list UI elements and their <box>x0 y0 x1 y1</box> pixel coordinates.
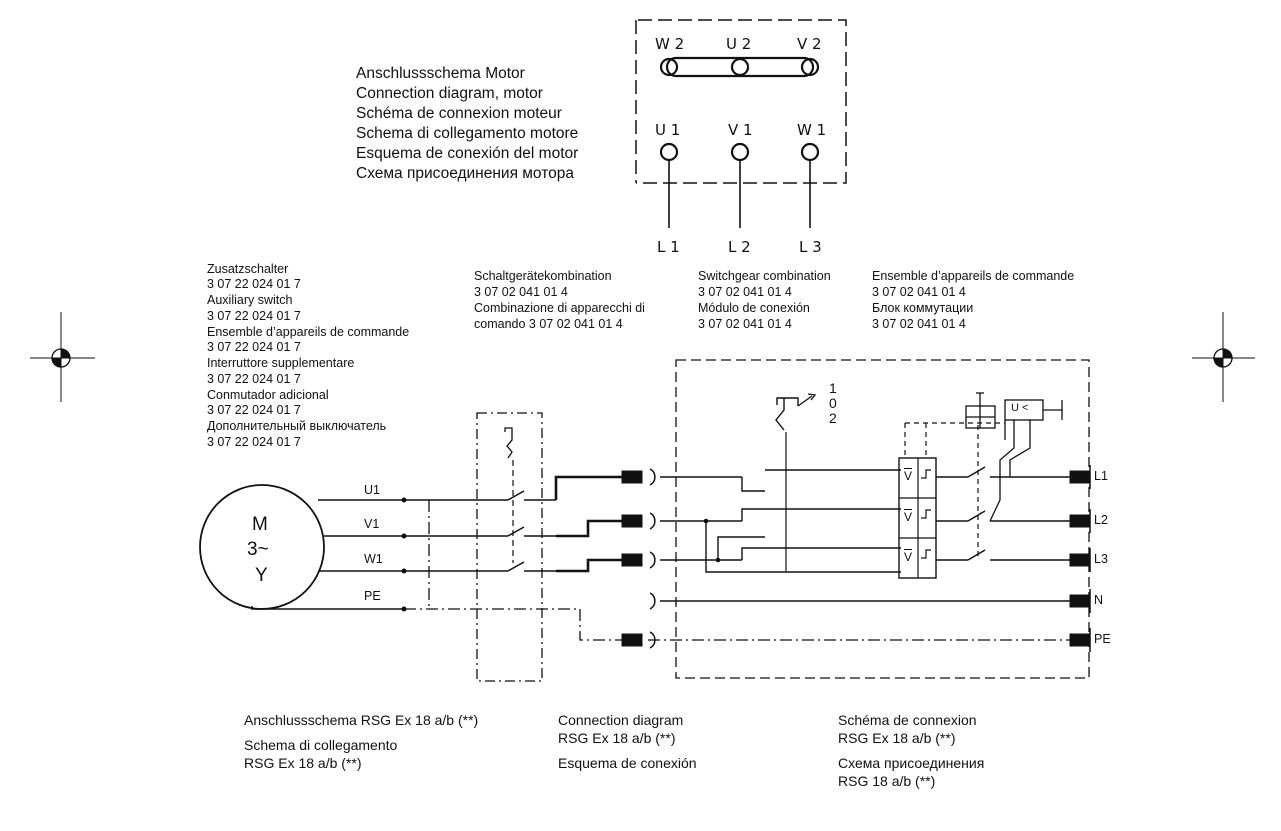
aux-caption-5: 3 07 22 024 01 7 <box>207 340 301 354</box>
line-label-l2: L 2 <box>728 238 751 256</box>
undervoltage-release <box>989 399 1063 522</box>
motor-terminal-box <box>635 19 847 228</box>
bottom-caption-col3-2: Схема присоединения <box>838 755 985 771</box>
terminal-label-v1: V 1 <box>728 121 753 139</box>
feed-conductors <box>554 475 622 573</box>
pe-conductor <box>404 500 1070 641</box>
aux-caption-10: Дополнительный выключатель <box>207 419 387 433</box>
output-label-pe: PE <box>1094 632 1111 646</box>
switchgear-caption-col3-0: Ensemble d’appareils de commande <box>872 269 1075 283</box>
lead-label-pe: PE <box>364 589 381 603</box>
lead-label-w1: W1 <box>364 552 383 566</box>
output-label-l2: L2 <box>1094 513 1108 527</box>
bottom-caption-col3-0: Schéma de connexion <box>838 712 977 728</box>
output-label-l3: L3 <box>1094 552 1108 566</box>
aux-caption-0: Zusatzschalter <box>207 262 289 276</box>
switchgear-wiring <box>660 469 1070 602</box>
aux-caption-8: Conmutador adicional <box>207 388 329 402</box>
relay-label-1: V <box>904 469 913 483</box>
aux-caption-7: 3 07 22 024 01 7 <box>207 372 301 386</box>
output-label-l1: L1 <box>1094 469 1108 483</box>
selector-position-1: 1 <box>829 380 837 396</box>
terminal-label-u2: U 2 <box>726 35 752 53</box>
bottom-caption-col1-2: RSG Ex 18 a/b (**) <box>244 755 362 771</box>
switchgear-caption-col2-0: Switchgear combination <box>698 269 831 283</box>
switchgear-caption-col2-2: Módulo de conexión <box>698 301 810 315</box>
output-terminal-blocks <box>1069 465 1091 652</box>
switchgear-caption-col2-1: 3 07 02 041 01 4 <box>698 285 792 299</box>
output-contacts <box>936 425 1070 561</box>
aux-caption-1: 3 07 22 024 01 7 <box>207 277 301 291</box>
switchgear-caption-col3-2: Блок коммутации <box>872 301 974 315</box>
switchgear-caption-col1-1: 3 07 02 041 01 4 <box>474 285 568 299</box>
aux-caption-3: 3 07 22 024 01 7 <box>207 309 301 323</box>
terminal-label-w2: W 2 <box>655 35 685 53</box>
switchgear-caption-col1-3: comando 3 07 02 041 01 4 <box>474 317 623 331</box>
switchgear-caption-col1-2: Combinazione di apparecchi di <box>474 301 645 315</box>
switchgear-caption-col1-0: Schaltgerätekombination <box>474 269 612 283</box>
motor-symbol-y: Y <box>255 565 268 586</box>
relay-block <box>898 422 1005 579</box>
aux-caption-9: 3 07 22 024 01 7 <box>207 403 301 417</box>
auxiliary-switch-box <box>476 412 556 682</box>
terminal-label-w1: W 1 <box>797 121 827 139</box>
output-label-n: N <box>1094 593 1104 607</box>
switchgear-caption-col2-3: 3 07 02 041 01 4 <box>698 317 792 331</box>
motor-symbol-3phase: 3~ <box>247 539 269 560</box>
bottom-caption-col3-3: RSG 18 a/b (**) <box>838 773 936 789</box>
aux-caption-6: Interruttore supplementare <box>207 356 355 370</box>
bottom-caption-col3-1: RSG Ex 18 a/b (**) <box>838 730 956 746</box>
aux-caption-11: 3 07 22 024 01 7 <box>207 435 301 449</box>
bottom-caption-col1-0: Anschlussschema RSG Ex 18 a/b (**) <box>244 712 479 728</box>
motor-caption-en: Connection diagram, motor <box>356 85 543 102</box>
motor-symbol-m: M <box>252 514 268 535</box>
switchgear-caption-col3-3: 3 07 02 041 01 4 <box>872 317 966 331</box>
relay-label-2: V <box>904 510 913 524</box>
motor-leads <box>251 499 508 610</box>
motor-caption-de: Anschlussschema Motor <box>356 65 525 82</box>
terminal-label-u1: U 1 <box>655 121 681 139</box>
line-label-l3: L 3 <box>799 238 822 256</box>
lead-label-u1: U1 <box>364 483 380 497</box>
switchgear-caption-col3-1: 3 07 02 041 01 4 <box>872 285 966 299</box>
plug-connectors <box>621 468 656 649</box>
undervoltage-label: U < <box>1011 402 1029 414</box>
bottom-caption-col2-1: RSG Ex 18 a/b (**) <box>558 730 676 746</box>
line-label-l1: L 1 <box>657 238 680 256</box>
aux-caption-2: Auxiliary switch <box>207 293 293 307</box>
terminal-label-v2: V 2 <box>797 35 822 53</box>
registration-mark-right <box>1192 312 1255 402</box>
motor-caption-fr: Schéma de connexion moteur <box>356 105 562 122</box>
bottom-caption-col1-1: Schema di collegamento <box>244 737 398 753</box>
test-button <box>965 392 996 429</box>
lead-label-v1: V1 <box>364 517 380 531</box>
selector-switch <box>775 393 817 571</box>
bottom-caption-col2-2: Esquema de conexión <box>558 755 697 771</box>
motor-caption-es: Esquema de conexión del motor <box>356 145 579 162</box>
motor-caption-it: Schema di collegamento motore <box>356 125 579 142</box>
relay-label-3: V <box>904 550 913 564</box>
registration-mark-left <box>30 312 95 402</box>
selector-position-0: 0 <box>829 395 837 411</box>
selector-position-2: 2 <box>829 410 837 426</box>
aux-caption-4: Ensemble d’appareils de commande <box>207 325 410 339</box>
motor-caption-ru: Схема присоединения мотора <box>356 165 574 182</box>
bottom-caption-col2-0: Connection diagram <box>558 712 684 728</box>
